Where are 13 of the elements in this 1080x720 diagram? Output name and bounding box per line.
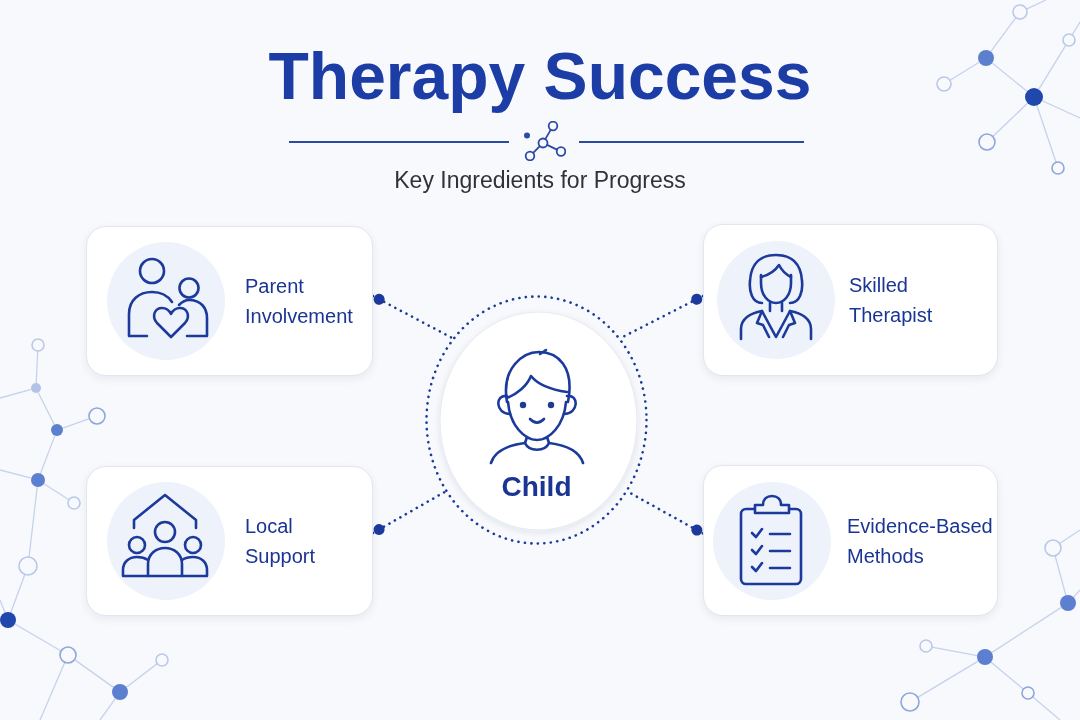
center-title: Child [501, 471, 572, 504]
card [86, 226, 373, 376]
card [703, 465, 998, 616]
subtitle: Key Ingredients for Progress [394, 169, 686, 192]
card-title: Skilled Therapist [849, 273, 934, 328]
card-title: Parent Involvement [245, 274, 354, 329]
dotted-connector [371, 490, 447, 535]
card [703, 224, 998, 376]
card [86, 466, 373, 616]
card-title: Local Support [245, 514, 317, 569]
card-title: Evidence-Based Methods [847, 513, 994, 569]
center-circle [425, 295, 648, 545]
dotted-connector [371, 293, 454, 340]
